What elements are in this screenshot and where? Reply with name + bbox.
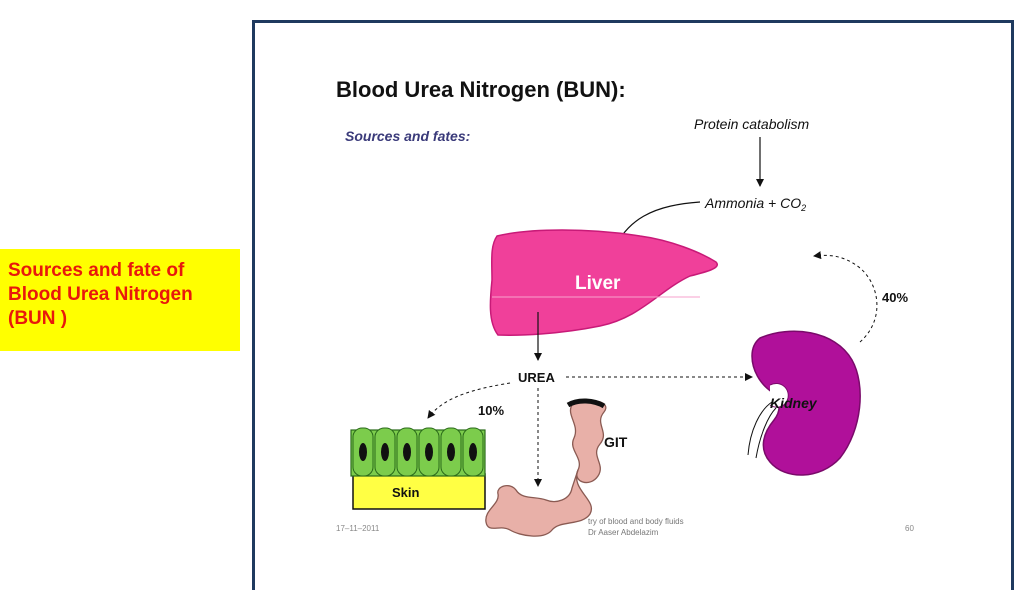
footer-date: 17–11–2011 [336,524,380,533]
git-label: GIT [604,434,628,450]
kidney-hilum [769,383,789,408]
footer-page-number: 60 [905,524,914,533]
git-lower [485,469,593,537]
protein-catabolism-label: Protein catabolism [694,116,810,132]
slide-title: Blood Urea Nitrogen (BUN): [336,77,626,102]
git-top-cap [566,398,606,409]
percent-40-label: 40% [882,290,908,305]
bun-diagram: Blood Urea Nitrogen (BUN): Sources and f… [336,77,914,537]
skin-cells [352,427,484,477]
liver-label: Liver [575,273,621,294]
ureter-line-2 [755,407,777,459]
footer-text-2: Dr Aaser Abdelazim [588,528,659,537]
arrow-kidney-recycle [813,251,878,343]
caption-line-2: Blood Urea Nitrogen [8,284,193,305]
kidney-shape [751,330,861,476]
urea-label: UREA [518,370,555,385]
slide-subtitle: Sources and fates: [345,128,470,144]
kidney-label: Kidney [770,395,818,411]
footer-text-1: try of blood and body fluids [588,517,684,526]
git-upper [569,399,607,484]
ureter-line-1 [747,401,773,456]
co2-subscript: 2 [800,203,806,213]
caption-line-3: (BUN ) [8,308,68,329]
slide-caption: Sources and fate of Blood Urea Nitrogen … [0,249,240,351]
ammonia-co2-label: Ammonia + CO2 [704,195,806,213]
liver-shape [489,229,719,336]
percent-10-label: 10% [478,403,504,418]
ammonia-co2-text: Ammonia + CO [704,195,801,211]
skin-base [352,473,486,510]
caption-line-1: Sources and fate of [8,260,185,281]
skin-label: Skin [392,485,420,500]
